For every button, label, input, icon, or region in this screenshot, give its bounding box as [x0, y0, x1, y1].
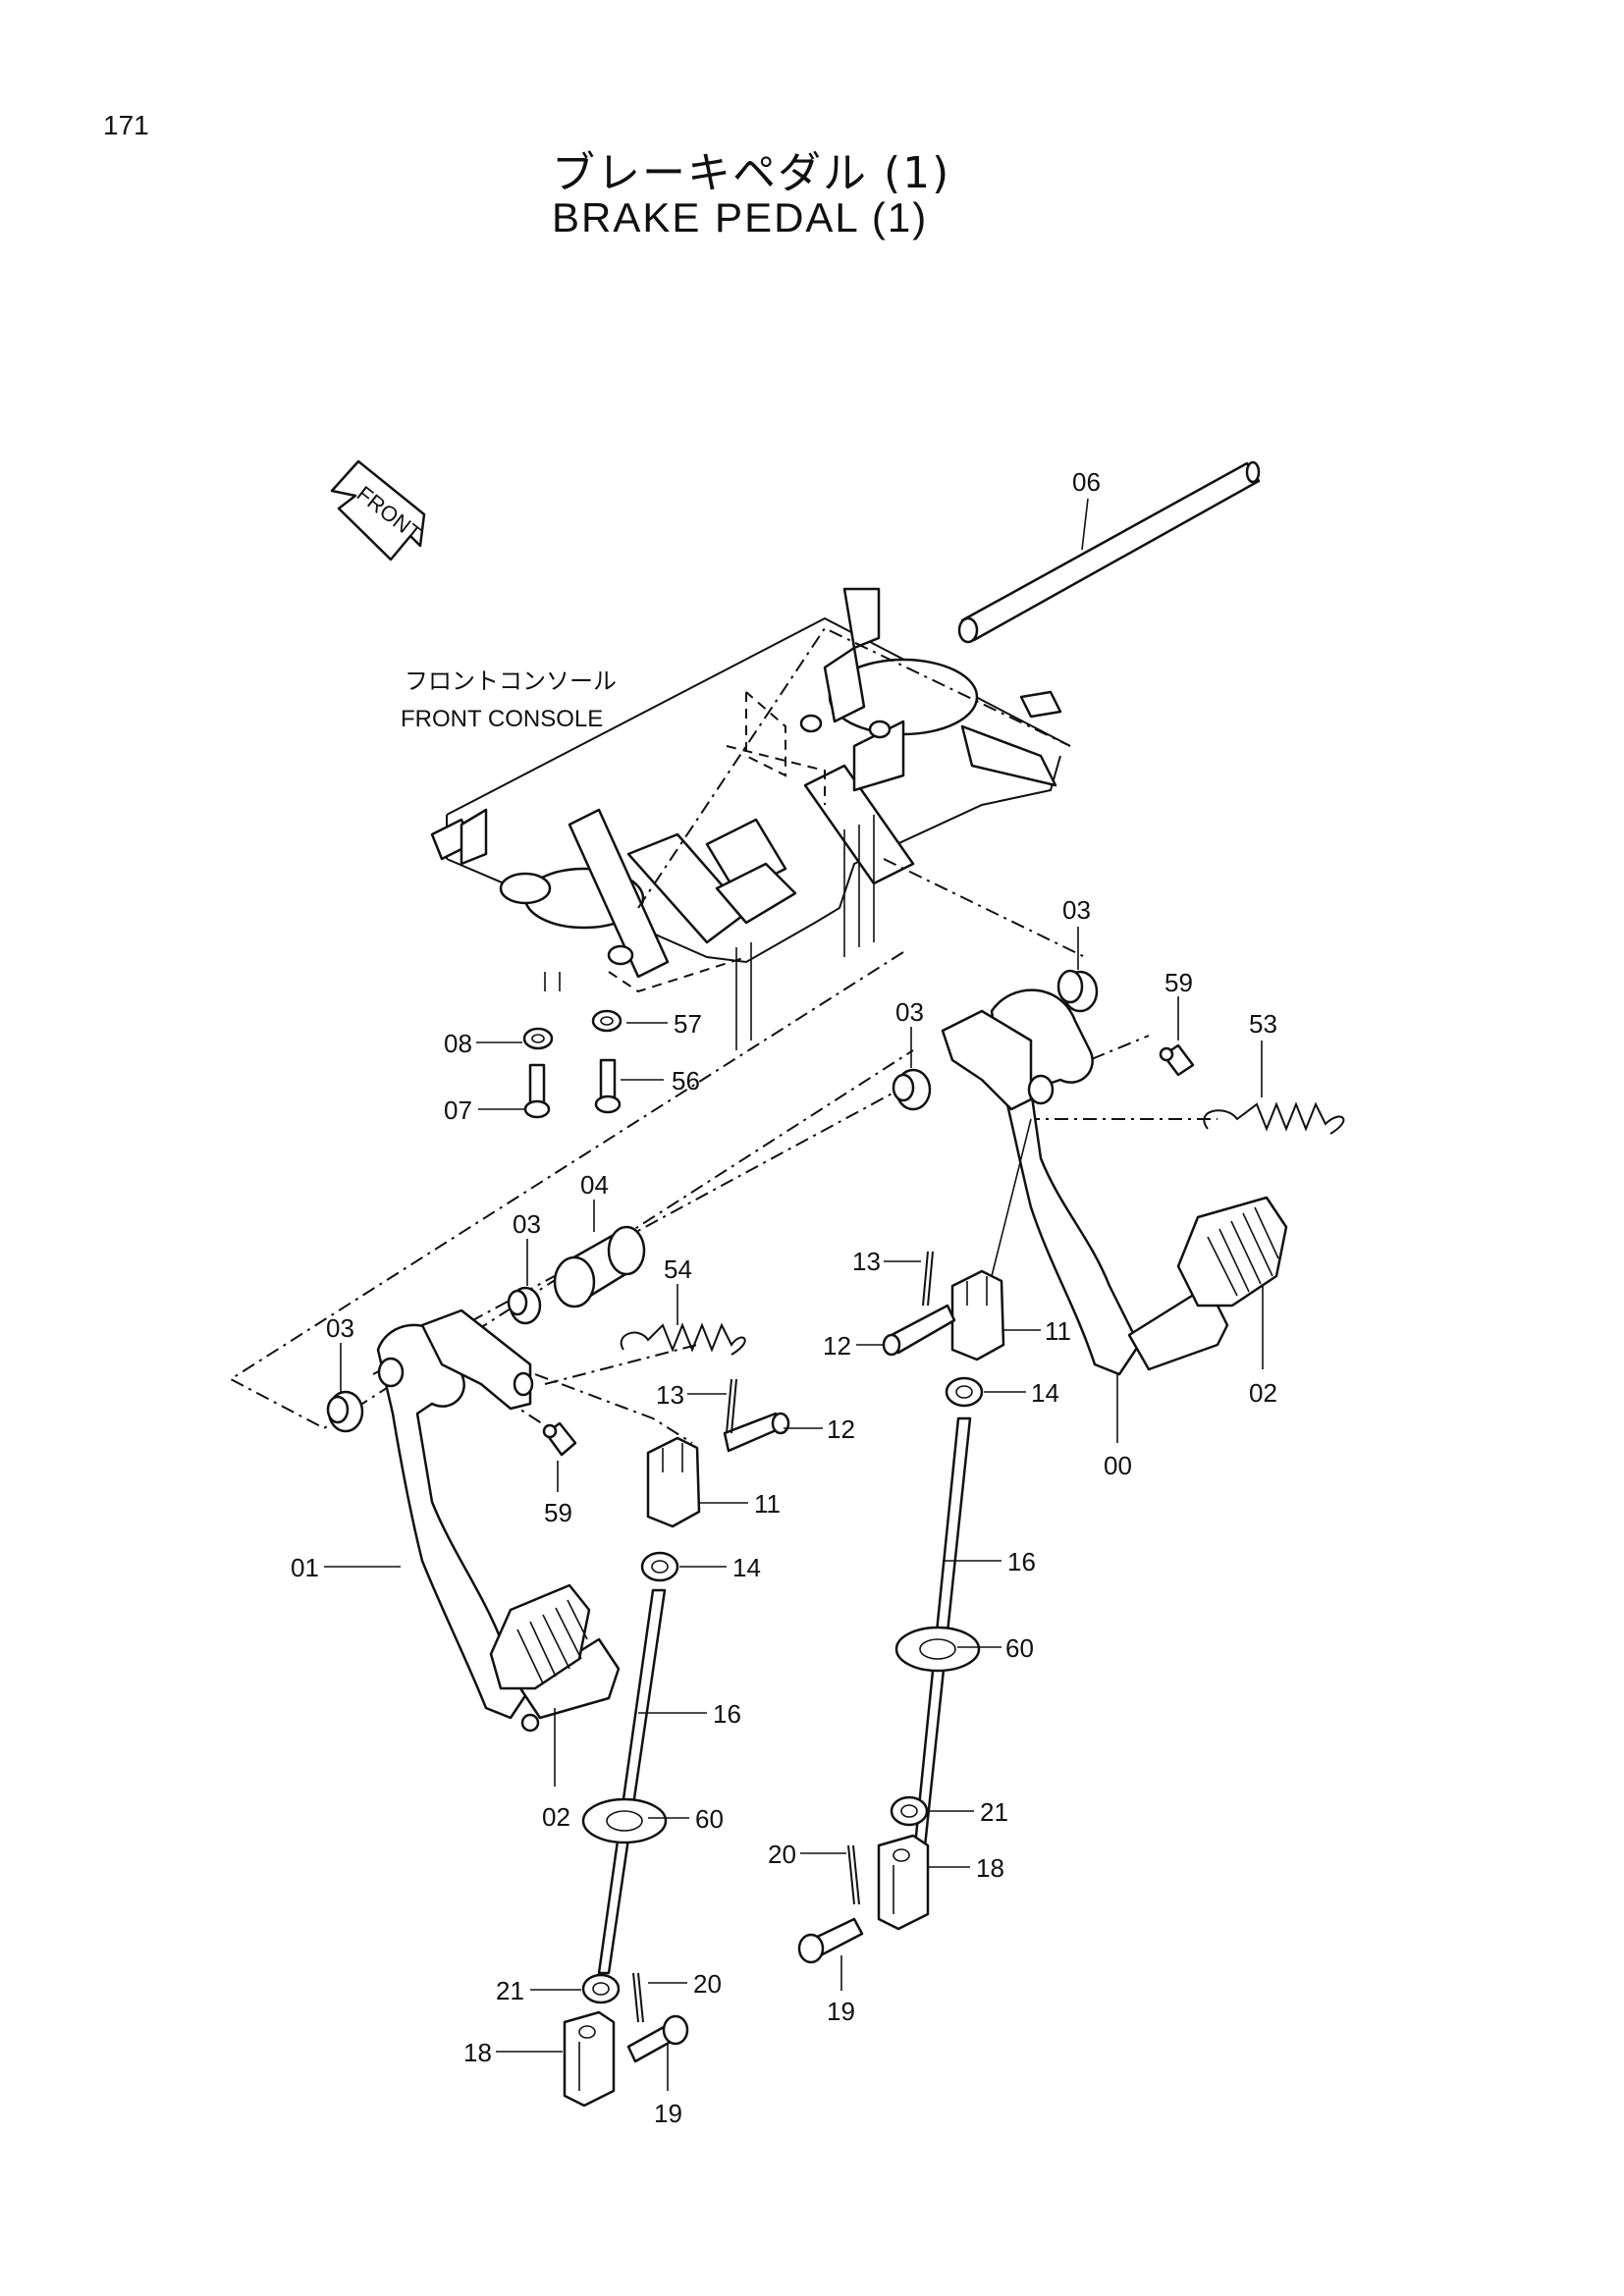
collar-04 [553, 1225, 646, 1308]
front-console-frame [430, 587, 1071, 1050]
callout-57: 57 [674, 1009, 702, 1039]
cotter-20-right [847, 1844, 860, 1905]
center-line-main [883, 858, 1086, 958]
center-line-console [637, 626, 1071, 909]
callout-labels: 06 03 59 53 03 08 57 07 56 04 03 54 03 1… [291, 467, 1277, 2128]
nut-21-right [890, 1795, 929, 1827]
callout-03-top: 03 [1062, 895, 1091, 925]
spring-53 [1203, 1101, 1345, 1135]
callout-56: 56 [672, 1066, 700, 1095]
pin-19-right [797, 1917, 864, 1964]
callout-00: 00 [1104, 1451, 1132, 1480]
leader-lines [324, 498, 1264, 2091]
cotter-13-right [922, 1251, 934, 1307]
callout-12-left: 12 [827, 1415, 855, 1444]
center-line-left-frame [229, 951, 914, 1430]
callout-02-right: 02 [1249, 1378, 1277, 1408]
callout-53: 53 [1249, 1009, 1277, 1039]
pedal-00-right [941, 988, 1288, 1376]
clevis-11-right [950, 1269, 1005, 1362]
callout-12-right: 12 [823, 1331, 851, 1361]
bolt-07 [523, 1063, 551, 1119]
nut-14-left [640, 1551, 679, 1582]
callout-14-left: 14 [732, 1553, 761, 1582]
grease-nipple-59-left [542, 1421, 577, 1457]
callout-19-left: 19 [654, 2099, 682, 2128]
callout-20-right: 20 [768, 1840, 796, 1869]
callout-59-right: 59 [1164, 968, 1193, 997]
page-number: 171 [103, 110, 149, 140]
callout-19-right: 19 [827, 1997, 855, 2026]
center-line-spring-left [544, 1344, 698, 1385]
front-arrow-icon: FRONT [330, 459, 426, 561]
cotter-20-left [632, 1972, 644, 2023]
callout-06: 06 [1072, 467, 1101, 497]
callout-13-right: 13 [852, 1247, 881, 1276]
callout-03-left-upper: 03 [513, 1209, 541, 1239]
bushing-03-left-lower [326, 1390, 364, 1433]
pin-19-left [626, 2014, 689, 2063]
bushing-03-mid [892, 1068, 932, 1111]
shaft-06 [957, 460, 1261, 644]
callout-14-right: 14 [1031, 1378, 1059, 1408]
callout-07: 07 [444, 1095, 472, 1125]
callout-60-left: 60 [695, 1804, 724, 1834]
callout-60-right: 60 [1005, 1633, 1034, 1663]
boot-60-left [581, 1797, 668, 1844]
callout-02-left: 02 [542, 1802, 570, 1832]
page-title-japanese: ブレーキペダル (1) [552, 148, 951, 198]
bolt-56 [594, 1058, 622, 1114]
callout-21-left: 21 [496, 1976, 524, 2005]
callout-03-mid: 03 [895, 997, 924, 1027]
center-line-nipple-left [480, 1383, 566, 1439]
clevis-11-left [646, 1436, 701, 1528]
cotter-13-left [726, 1378, 737, 1434]
callout-03-left-lower: 03 [326, 1313, 354, 1343]
nut-21-left [581, 1973, 621, 2004]
callout-04: 04 [580, 1170, 609, 1200]
bushing-03-left-upper [507, 1286, 542, 1325]
pin-12-right [882, 1304, 956, 1357]
nut-08 [522, 1027, 554, 1050]
callout-13-left: 13 [656, 1380, 684, 1410]
pedal-01-left [376, 1308, 621, 1733]
callout-11-left: 11 [754, 1489, 781, 1519]
callout-16-left: 16 [713, 1699, 741, 1729]
boot-60-right [894, 1626, 981, 1673]
clevis-18-right [877, 1834, 930, 1931]
grease-nipple-59-right [1159, 1043, 1195, 1077]
callout-21-right: 21 [980, 1797, 1008, 1827]
bushing-03-top-right [1056, 969, 1099, 1013]
nut-57 [591, 1009, 623, 1033]
pin-12-left [723, 1412, 790, 1453]
rod-16-left [597, 1588, 667, 1975]
callout-08: 08 [444, 1029, 472, 1058]
callout-54: 54 [664, 1255, 692, 1284]
center-line-clevis-left [534, 1373, 693, 1444]
callout-20-left: 20 [693, 1969, 722, 1999]
callout-18-left: 18 [463, 2038, 492, 2067]
callout-59-left: 59 [544, 1498, 572, 1527]
spring-54 [620, 1322, 746, 1356]
clevis-18-left [563, 2010, 616, 2108]
console-label-english: FRONT CONSOLE [401, 706, 603, 732]
callout-01: 01 [291, 1553, 319, 1582]
page-title-english: BRAKE PEDAL (1) [552, 194, 929, 240]
nut-14-right [945, 1376, 984, 1408]
callout-16-right: 16 [1007, 1547, 1036, 1576]
callout-18-right: 18 [976, 1853, 1004, 1883]
console-label-japanese: フロントコンソール [405, 668, 617, 695]
callout-11-right: 11 [1045, 1316, 1071, 1346]
